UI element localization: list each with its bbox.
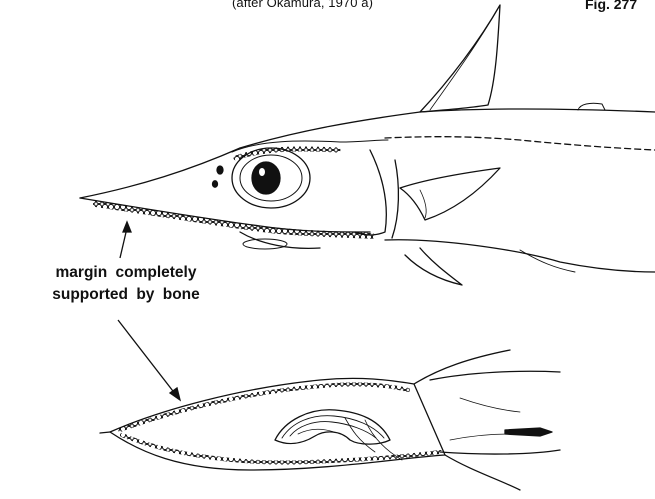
dorsal-outline (240, 109, 655, 148)
figure-number: Fig. 277 (585, 0, 637, 12)
arrows (118, 222, 180, 400)
gill-cover (355, 150, 386, 235)
eye (232, 148, 310, 208)
lateral-line (385, 137, 655, 150)
snout-upper (80, 148, 240, 198)
callout-line-2: supported by bone (6, 284, 246, 306)
snout-margin (80, 198, 370, 232)
ventral-view (100, 350, 560, 490)
callout-line-1: margin completely (6, 262, 246, 284)
margin-callout: margin completely supported by bone (6, 262, 246, 306)
pectoral-fin (400, 168, 500, 220)
pelvic-fin (405, 248, 462, 285)
figure-credit: (after Okamura, 1970 a) (232, 0, 373, 10)
lateral-view (80, 5, 655, 285)
dorsal-fin (420, 5, 500, 112)
